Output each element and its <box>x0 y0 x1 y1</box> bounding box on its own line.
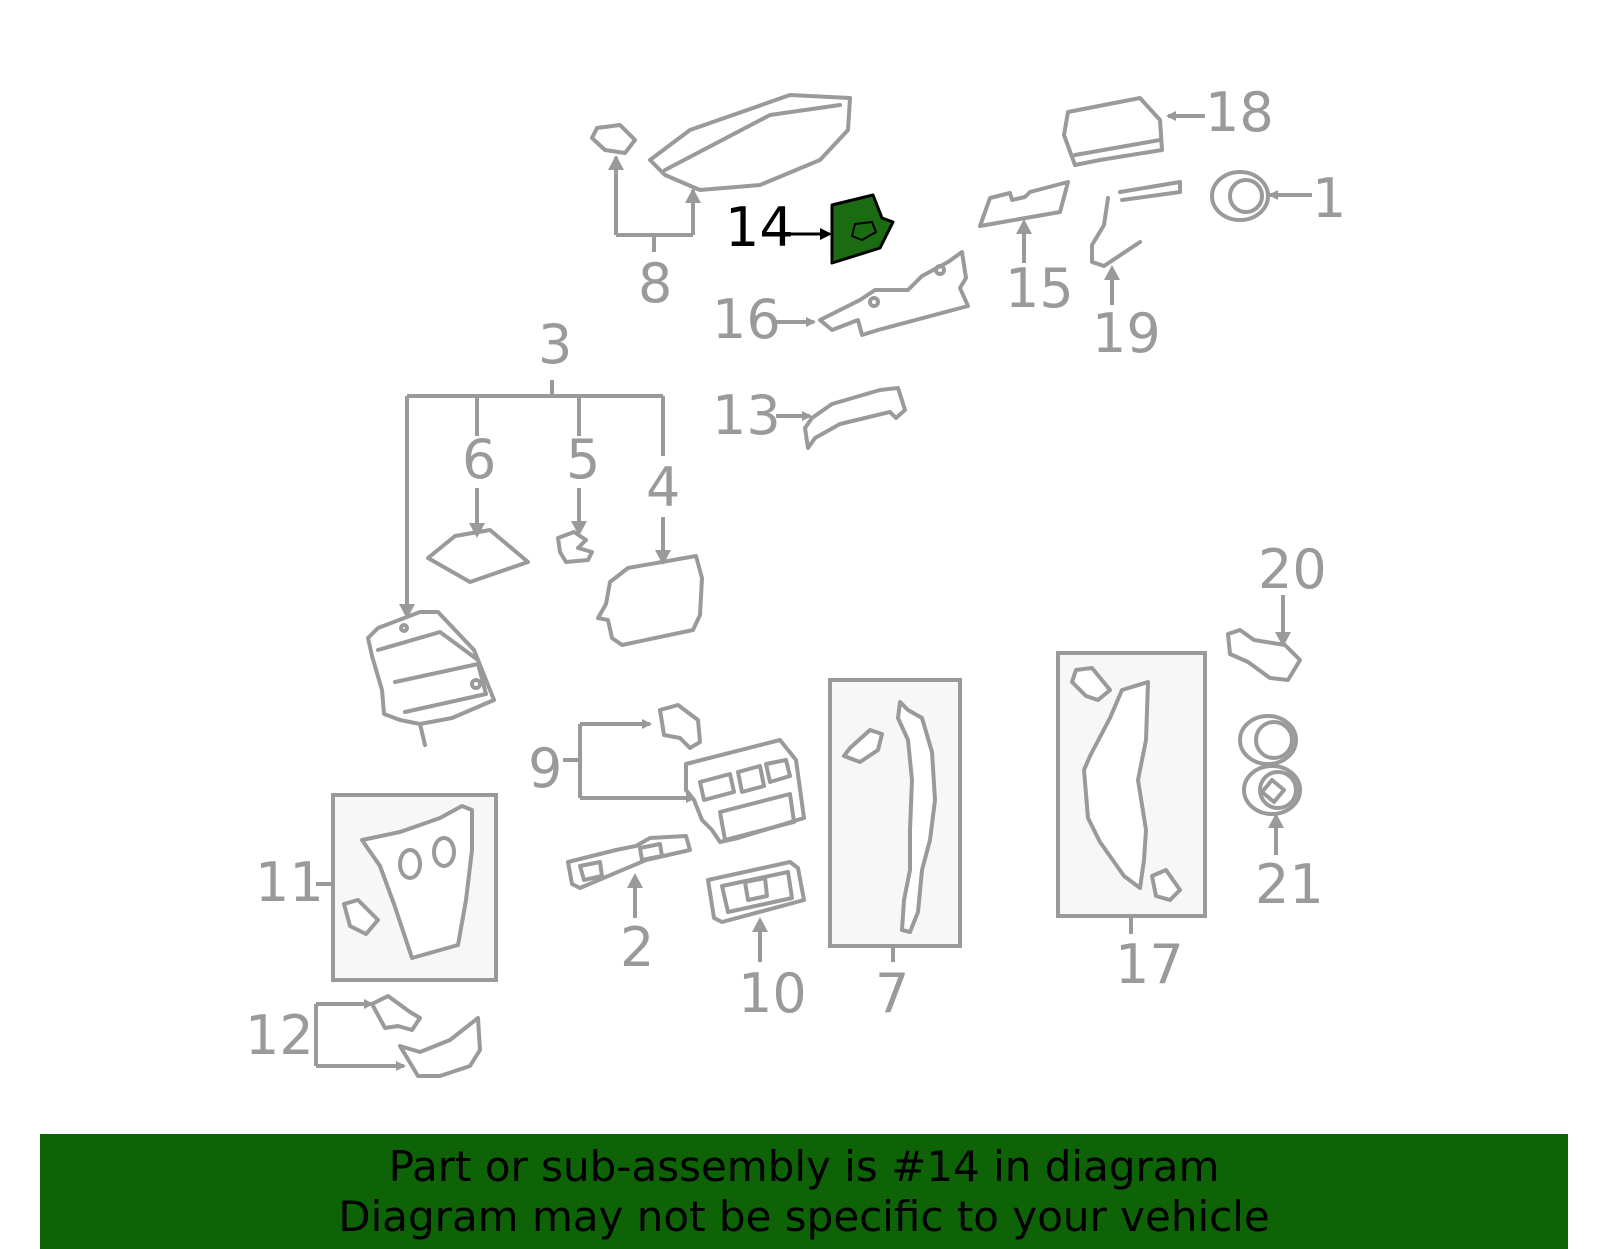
part-10-bezel[interactable] <box>706 860 806 962</box>
callout-1: 1 <box>1312 167 1346 230</box>
part-12-trim-pieces[interactable] <box>314 994 482 1078</box>
part-21-power-outlets[interactable] <box>1238 714 1302 855</box>
callout-11: 11 <box>255 851 324 914</box>
part-14-highlighted[interactable] <box>783 193 895 265</box>
callout-4: 4 <box>646 456 680 519</box>
part-4-glove-box-door[interactable] <box>596 517 704 647</box>
callout-14: 14 <box>725 196 794 259</box>
part-20-switch[interactable] <box>1226 595 1302 682</box>
callout-2: 2 <box>620 916 654 979</box>
callout-5: 5 <box>566 428 600 491</box>
banner-line-1: Part or sub-assembly is #14 in diagram <box>388 1142 1220 1191</box>
callout-18: 18 <box>1205 81 1274 144</box>
part-8-dash-top-cover[interactable] <box>590 93 852 252</box>
part-17-side-panel[interactable] <box>1056 651 1207 934</box>
callout-17: 17 <box>1115 933 1184 996</box>
callout-16: 16 <box>712 288 781 351</box>
callout-20: 20 <box>1258 538 1327 601</box>
callout-21: 21 <box>1255 853 1324 916</box>
callout-13: 13 <box>712 384 781 447</box>
callout-19: 19 <box>1092 302 1161 365</box>
part-7-pillar-trim[interactable] <box>828 678 962 962</box>
callout-3: 3 <box>538 313 572 376</box>
part-3-glove-box[interactable] <box>366 610 496 747</box>
part-9-vent-panel[interactable] <box>563 703 806 844</box>
callout-10: 10 <box>738 962 807 1025</box>
part-6-panel[interactable] <box>426 488 530 584</box>
callout-6: 6 <box>462 428 496 491</box>
part-5-clip[interactable] <box>556 488 594 564</box>
group-3-leaders <box>399 380 665 619</box>
part-16-reinforcement[interactable] <box>776 250 970 337</box>
callout-15: 15 <box>1005 257 1074 320</box>
info-banner: Part or sub-assembly is #14 in diagram D… <box>40 1134 1568 1249</box>
part-18-airbag[interactable] <box>1062 96 1205 167</box>
callout-12: 12 <box>245 1004 314 1067</box>
part-1-knob[interactable] <box>1210 170 1312 222</box>
part-19-cable[interactable] <box>1090 180 1182 305</box>
banner-line-2: Diagram may not be specific to your vehi… <box>338 1192 1270 1241</box>
callout-7: 7 <box>875 962 909 1025</box>
part-2-switch-panel[interactable] <box>566 834 692 918</box>
part-11-console-panel[interactable] <box>316 793 498 982</box>
callout-8: 8 <box>638 252 672 315</box>
part-13-trim[interactable] <box>776 386 907 450</box>
callout-9: 9 <box>528 737 562 800</box>
part-15-bracket[interactable] <box>978 180 1070 263</box>
